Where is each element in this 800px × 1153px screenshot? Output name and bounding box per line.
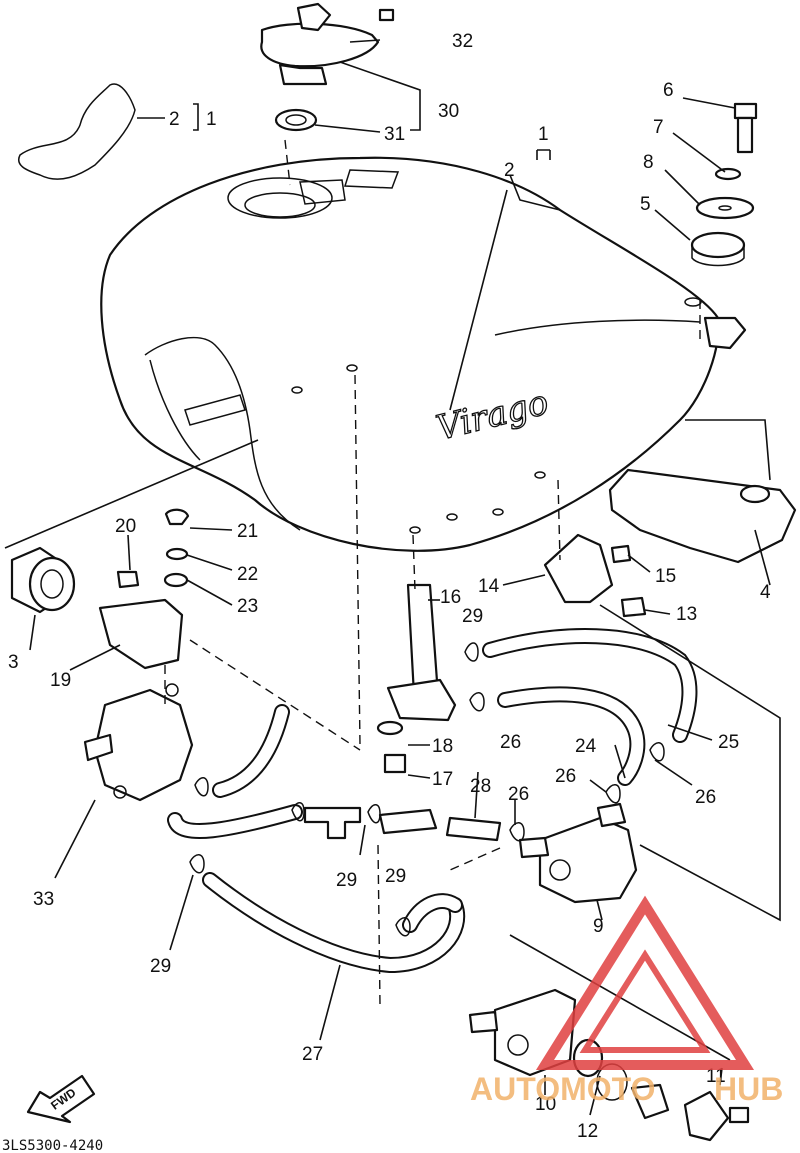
callout-c20: 20 [115,516,136,537]
callout-c13: 13 [676,604,697,625]
callout-c17: 17 [432,769,453,790]
fuel-cap-assembly [260,2,395,132]
callout-c1a: 1 [206,109,217,130]
callout-c26a: 26 [500,732,521,753]
screw-21 [164,508,190,526]
watermark-text-hub: HUB [714,1071,783,1107]
callout-c1b: 1 [538,124,549,145]
callout-c29a: 29 [462,606,483,627]
callout-c30: 30 [438,101,459,122]
callout-c10: 10 [535,1094,556,1115]
callout-c24: 24 [575,736,597,757]
callout-c29b: 29 [336,870,357,891]
hose-24-inner [499,688,644,784]
callout-c15: 15 [655,566,676,587]
callout-c25: 25 [718,732,739,753]
leader-lines [4,39,781,1116]
drawing-code: 3LS5300-4240 [2,1138,103,1153]
callout-c8: 8 [643,152,654,173]
callout-c19: 19 [50,670,71,691]
tank-emblem-gasket [18,83,136,180]
callout-c21: 21 [237,521,258,542]
watermark-text-automoto: AUTOMOTO [470,1071,655,1107]
callout-c9: 9 [593,916,604,937]
forward-arrow: FWD [26,1074,96,1124]
callout-c29c: 29 [385,866,406,887]
callout-c22: 22 [237,564,258,585]
gasket-11 [683,1090,730,1142]
callout-c26b: 26 [555,766,576,787]
t-joint [303,806,362,840]
pump-bracket-19 [98,598,184,670]
callout-c2b: 2 [504,160,515,181]
callout-c27: 27 [302,1044,323,1065]
callout-c16: 16 [440,587,461,608]
callout-c32: 32 [452,31,473,52]
callout-c5: 5 [640,194,651,215]
callout-c4: 4 [760,582,771,603]
callout-c12: 12 [577,1121,598,1142]
watermark-triangle-outer [535,895,755,1070]
vacuum-pump-33 [83,683,194,802]
bracket-14 [543,533,614,604]
lock-washer-22 [165,547,189,561]
callout-c14: 14 [478,576,500,597]
fuel-tank [100,156,747,552]
fuel-cock-16 [376,583,457,774]
callout-c6: 6 [663,80,674,101]
callout-c23: 23 [237,596,258,617]
tank-rear-mount-hardware [690,102,758,267]
callout-c7: 7 [653,117,664,138]
bolt-13 [620,596,647,618]
callout-c29d: 29 [150,956,171,977]
callout-c11: 11 [706,1066,726,1087]
rear-bracket-damper [608,468,797,564]
callout-c18: 18 [432,736,453,757]
bolt-20 [116,570,140,589]
callout-numbers: 2 1 1 2 3 4 5 6 7 8 9 10 11 12 13 14 15 … [8,31,771,1142]
pipe-28 [445,816,502,842]
callout-c26d: 26 [508,784,529,805]
watermark-triangle-inner [579,949,711,1053]
callout-c26c: 26 [695,787,716,808]
callout-c31: 31 [384,124,405,145]
hose-25-inner [484,630,696,741]
front-damper-bushing [10,546,76,614]
callout-c28: 28 [470,776,491,797]
elbow-fitting [630,1083,670,1120]
hose-clamps [189,642,665,937]
fuel-pump-9 [518,802,638,904]
watermark-logo: AUTOMOTO HUB [470,895,783,1107]
reference-dashed-lines [164,139,701,1006]
callout-c2a: 2 [169,109,180,130]
hose-27-inner [204,874,464,972]
bolt-15 [610,544,632,564]
callout-c3: 3 [8,652,19,673]
washer-23 [163,572,189,588]
callout-c33: 33 [33,889,54,910]
hose-29-short-inner [404,895,461,931]
hose-upper-left-inner [214,706,288,796]
hose-mid-left-inner [169,806,301,837]
screw-11 [728,1106,750,1124]
hose-joint-left [378,808,438,835]
